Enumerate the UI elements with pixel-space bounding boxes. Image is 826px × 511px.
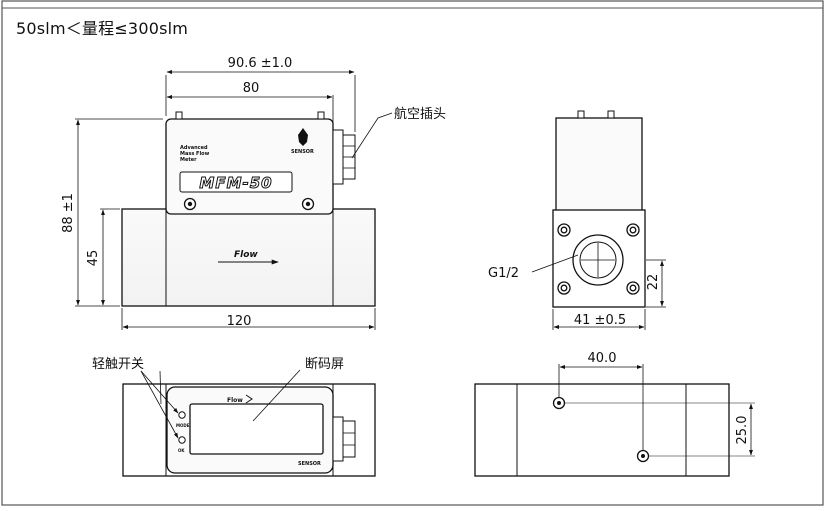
- display-label: 断码屏: [305, 357, 344, 372]
- front-dimensions: [75, 70, 393, 330]
- side-dimensions: [531, 254, 666, 330]
- ok-button: [178, 436, 186, 444]
- brand-logo-icon: [298, 128, 308, 146]
- lcd-display: [189, 403, 324, 455]
- dim-base-height: 45: [86, 250, 101, 267]
- connector-label: 航空插头: [394, 106, 446, 122]
- dim-base-length: 120: [227, 314, 252, 329]
- panel-text-line-2: Mass Flow: [180, 151, 210, 157]
- dim-body-width: 80: [243, 81, 260, 96]
- switch-label: 轻触开关: [92, 357, 144, 372]
- top-flow-label: Flow: [227, 397, 243, 404]
- dim-port-height: 22: [646, 274, 661, 291]
- mode-button: [178, 411, 186, 419]
- bottom-dimensions: [558, 364, 755, 457]
- front-view: [121, 111, 376, 307]
- side-housing: [555, 117, 643, 215]
- dim-overall-height: 88 ±1: [61, 193, 76, 233]
- mode-button-label: MODE: [176, 423, 190, 428]
- dim-overall-width: 90.6 ±1.0: [228, 56, 293, 71]
- model-name: MFM-50: [199, 174, 272, 192]
- bottom-view: [474, 383, 730, 477]
- front-connector-flange: [332, 129, 344, 185]
- port-label: G1/2: [488, 266, 519, 281]
- panel-text-line-1: Advanced: [180, 145, 208, 151]
- ok-button-label: OK: [178, 448, 185, 453]
- front-pin-right: [317, 111, 325, 120]
- side-view: [552, 110, 646, 308]
- range-heading: 50slm＜量程≤300slm: [16, 19, 189, 38]
- brand-mark-top: SENSOR: [298, 461, 321, 467]
- bottom-base-block: [474, 383, 730, 477]
- brand-mark-front: SENSOR: [291, 149, 314, 155]
- dim-hole-spacing: 40.0: [588, 351, 617, 366]
- front-pin-left: [175, 111, 183, 120]
- front-flow-label: Flow: [234, 250, 258, 260]
- model-plate: [179, 171, 293, 193]
- top-view-leaders: [140, 369, 301, 439]
- top-view: [122, 383, 376, 477]
- panel-text-line-3: Meter: [180, 157, 197, 163]
- flow-arrow-icon: [245, 394, 253, 404]
- dim-hole-offset: 25.0: [735, 416, 750, 445]
- dim-side-width: 41 ±0.5: [574, 313, 626, 328]
